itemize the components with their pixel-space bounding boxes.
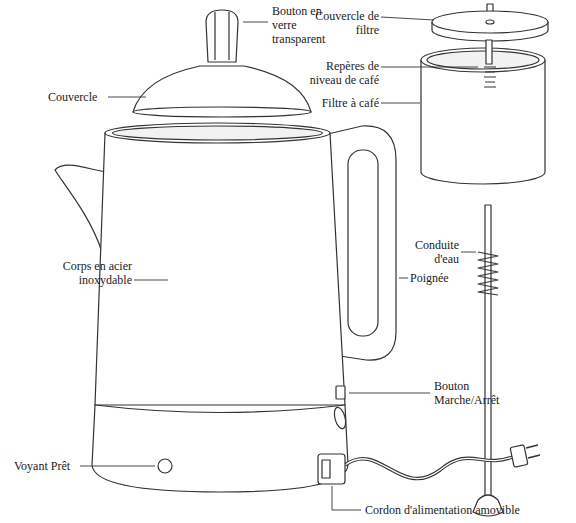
part-label: Voyant Prêt (14, 459, 70, 473)
leader-line (381, 67, 478, 68)
spout (55, 165, 106, 252)
tube-spring (478, 252, 498, 295)
lid-rim (133, 107, 311, 117)
filter-rim (421, 48, 545, 72)
body-opening (113, 126, 323, 140)
leader-line (332, 486, 361, 510)
part-label: Couvercle (48, 90, 97, 104)
part-label: Corps en acier inoxydable (50, 259, 132, 287)
coffee-filter (421, 60, 545, 184)
leader-lines (80, 17, 478, 510)
leader-line (80, 466, 155, 467)
filter-lid (432, 11, 548, 33)
power-cord-inner (345, 456, 515, 479)
filter-lid-hole (486, 20, 494, 24)
power-cord (345, 456, 515, 479)
part-label: Cordon d'alimentation amovible (365, 503, 520, 517)
part-label: Bouton Marche/Arrêt (434, 379, 514, 407)
switch-slot (332, 406, 347, 430)
part-label: Conduite d'eau (405, 238, 459, 266)
ready-light (158, 459, 172, 473)
leader-line (461, 252, 476, 253)
filter-opening (427, 51, 539, 69)
knob-facets (215, 12, 229, 60)
leader-line (243, 22, 268, 23)
plug-prongs (526, 445, 540, 458)
leader-line (134, 280, 168, 281)
leader-line (399, 278, 408, 279)
part-label: Repères de niveau de café (299, 59, 379, 87)
part-label: Couvercle de filtre (305, 9, 379, 37)
part-label: Filtre à café (299, 96, 379, 110)
leader-line (108, 97, 146, 98)
leader-line (381, 17, 434, 20)
base (92, 405, 348, 492)
water-tube (485, 205, 491, 497)
handle-opening (348, 150, 378, 336)
connector-face (322, 460, 330, 478)
wall-plug (510, 445, 528, 467)
coffee-level-marks (484, 67, 496, 87)
body-rim (105, 123, 330, 143)
part-label: Poignée (410, 271, 449, 285)
power-switch (336, 386, 345, 399)
lid (133, 66, 311, 112)
leader-line (381, 103, 420, 104)
glass-knob (206, 10, 238, 62)
steel-body (95, 133, 345, 405)
appliance-connector (318, 454, 345, 484)
filter-center-tube (486, 40, 492, 64)
leader-line (349, 393, 430, 394)
